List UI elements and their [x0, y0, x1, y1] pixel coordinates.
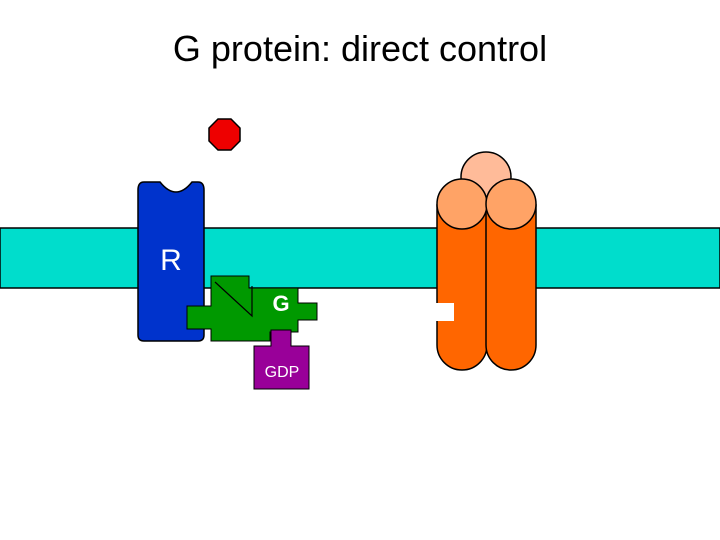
- channel-right-subunit: [485, 178, 537, 230]
- slide-title: G protein: direct control: [172, 28, 548, 69]
- gdp-label: GDP: [265, 364, 300, 381]
- receptor: [137, 181, 205, 342]
- cell-membrane: [0, 227, 720, 289]
- channel-binding-site: [431, 303, 454, 321]
- ligand: [208, 118, 241, 151]
- gdp: [253, 329, 310, 390]
- g-protein-cleft: [214, 281, 253, 318]
- g-protein-label: G: [272, 291, 289, 316]
- ion-channel: [431, 151, 537, 371]
- channel-right-column: [485, 204, 537, 371]
- receptor-label: R: [160, 244, 182, 277]
- channel-left-subunit: [436, 178, 488, 230]
